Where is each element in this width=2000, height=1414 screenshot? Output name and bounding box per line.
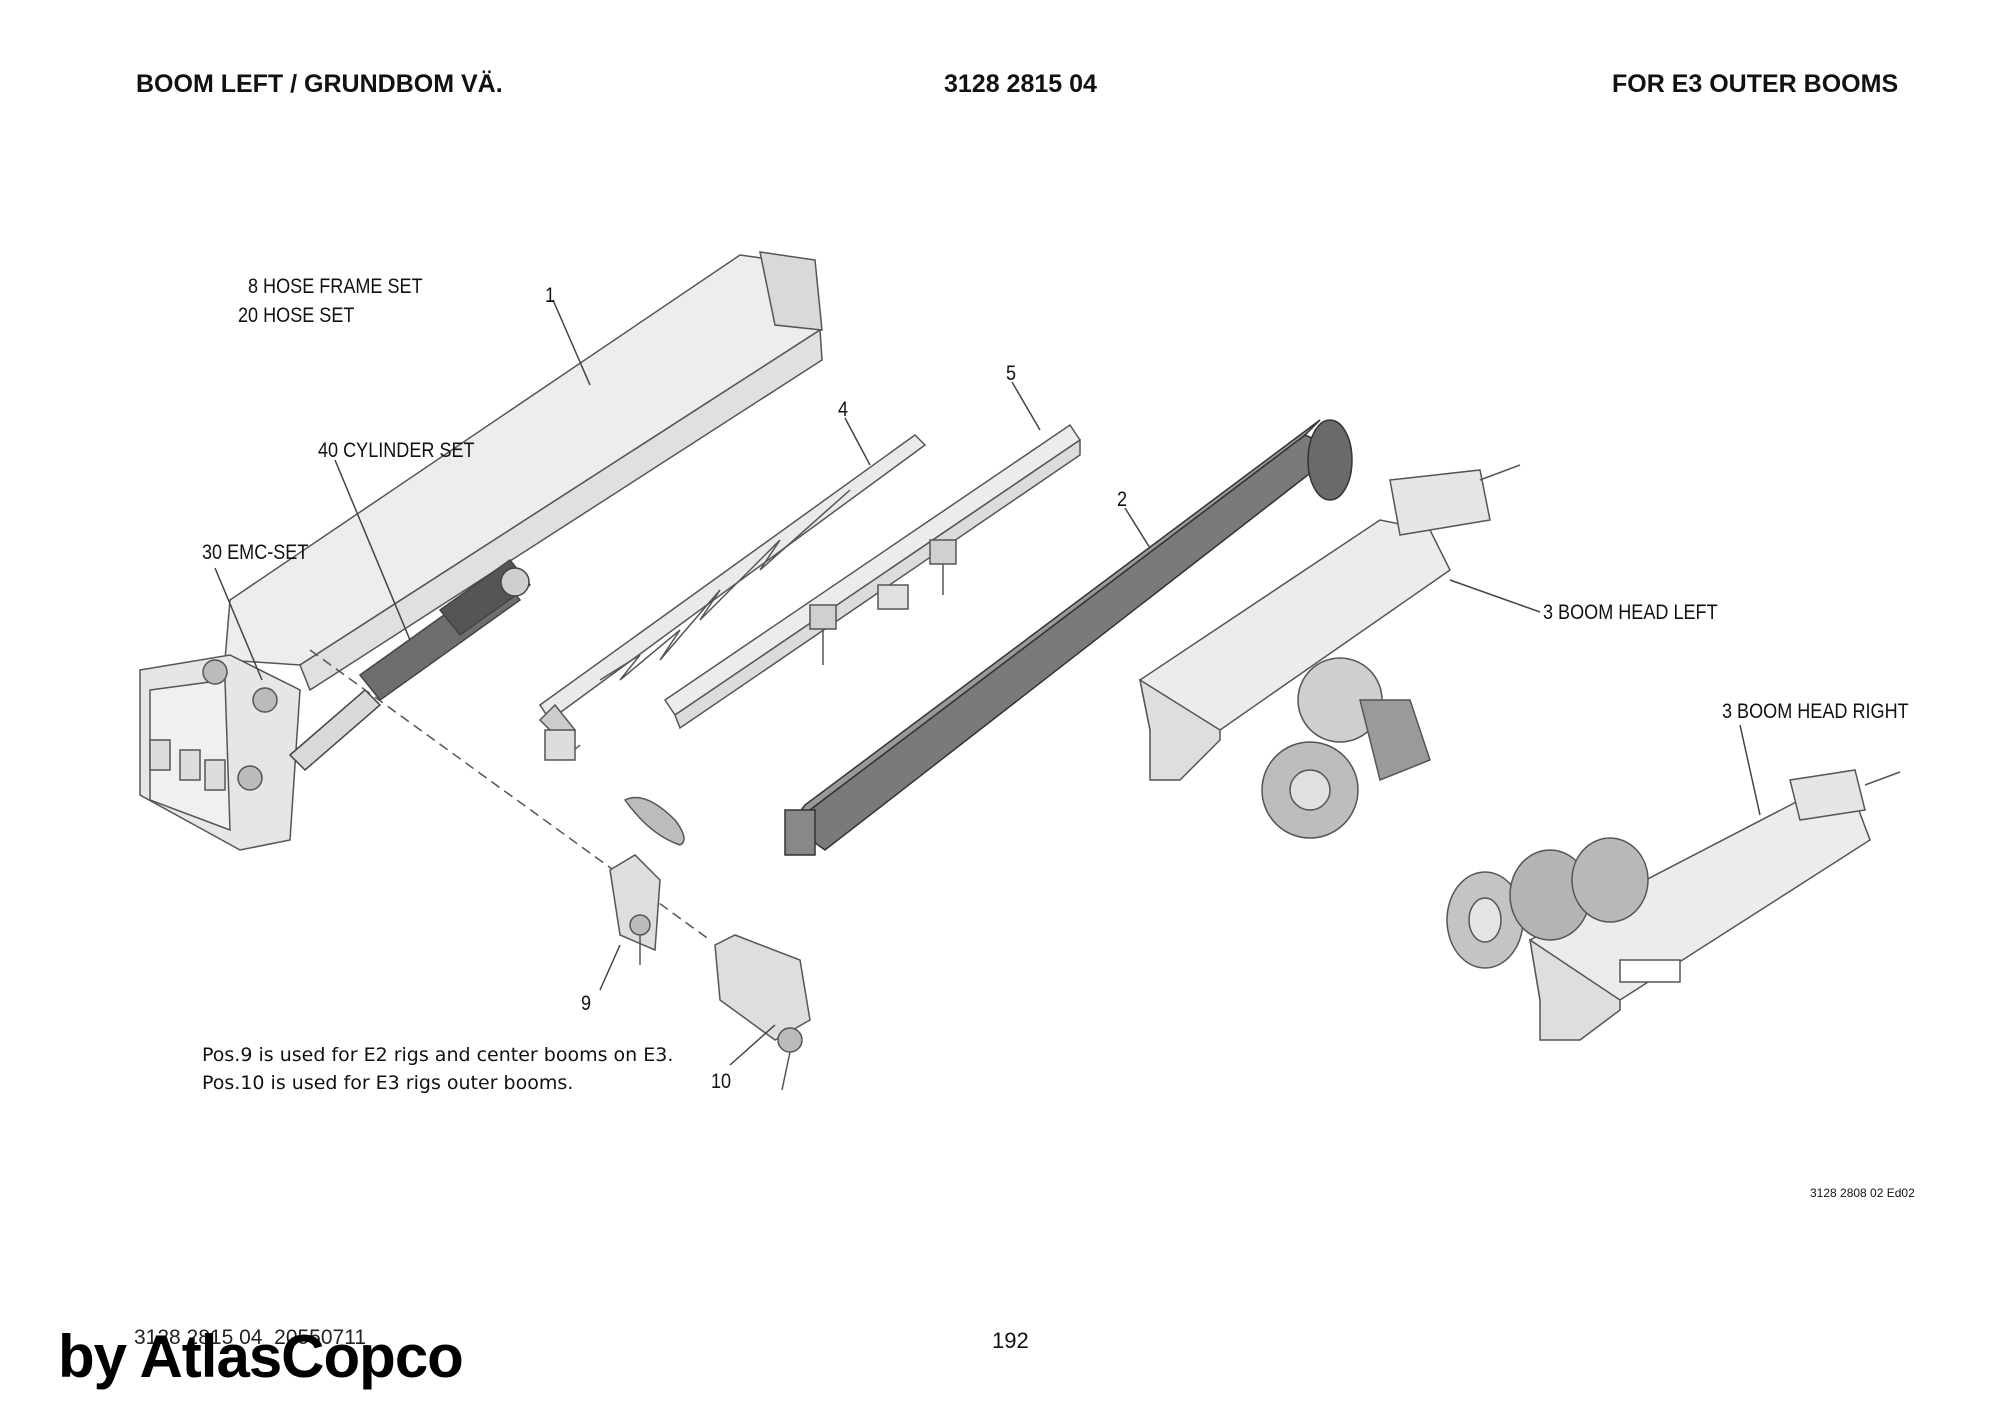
part-1-main-boom [139, 251, 823, 851]
page-title: BOOM LEFT / GRUNDBOM VÄ. [136, 70, 503, 98]
callout-pos-2: 2 [1117, 488, 1128, 511]
part-40-cylinder [288, 558, 532, 772]
watermark: by AtlasCopco [58, 1323, 464, 1390]
callout-pos-5: 5 [1006, 362, 1017, 385]
callout-pos-10: 10 [711, 1070, 732, 1093]
part-3-boom-head-right [1446, 769, 1901, 1041]
page-subtitle: FOR E3 OUTER BOOMS [1612, 70, 1899, 98]
page-number: 192 [992, 1328, 1029, 1353]
callout-cylinder-set: 40 CYLINDER SET [318, 439, 475, 462]
callout-pos-1: 1 [545, 284, 556, 307]
part-2-square-tube [784, 419, 1353, 856]
part-10-bracket [714, 934, 811, 1091]
part-9-bracket [609, 854, 661, 965]
part-4-lattice-bracket [538, 434, 927, 761]
part-number: 3128 2815 04 [944, 70, 1097, 98]
leader-lines [214, 299, 1761, 1066]
drawing-reference: 3128 2808 02 Ed02 [1810, 1186, 1915, 1200]
callout-hose-frame-set: 8 HOSE FRAME SET [248, 275, 423, 298]
callout-pos-9: 9 [581, 992, 592, 1015]
callout-hose-set: 20 HOSE SET [238, 304, 355, 327]
callout-boom-head-left: 3 BOOM HEAD LEFT [1543, 601, 1718, 624]
callout-boom-head-right: 3 BOOM HEAD RIGHT [1722, 700, 1909, 723]
part-5-mounting-bar [663, 423, 1082, 730]
small-plate [623, 796, 685, 846]
callout-emc-set: 30 EMC-SET [202, 541, 309, 564]
note-pos-10: Pos.10 is used for E3 rigs outer booms. [202, 1072, 574, 1094]
callout-pos-4: 4 [838, 398, 849, 421]
note-pos-9: Pos.9 is used for E2 rigs and center boo… [202, 1044, 674, 1066]
footer-doc-reference: 3128 2815 04_20550711 [134, 1326, 367, 1349]
part-3-boom-head-left [1138, 464, 1521, 839]
